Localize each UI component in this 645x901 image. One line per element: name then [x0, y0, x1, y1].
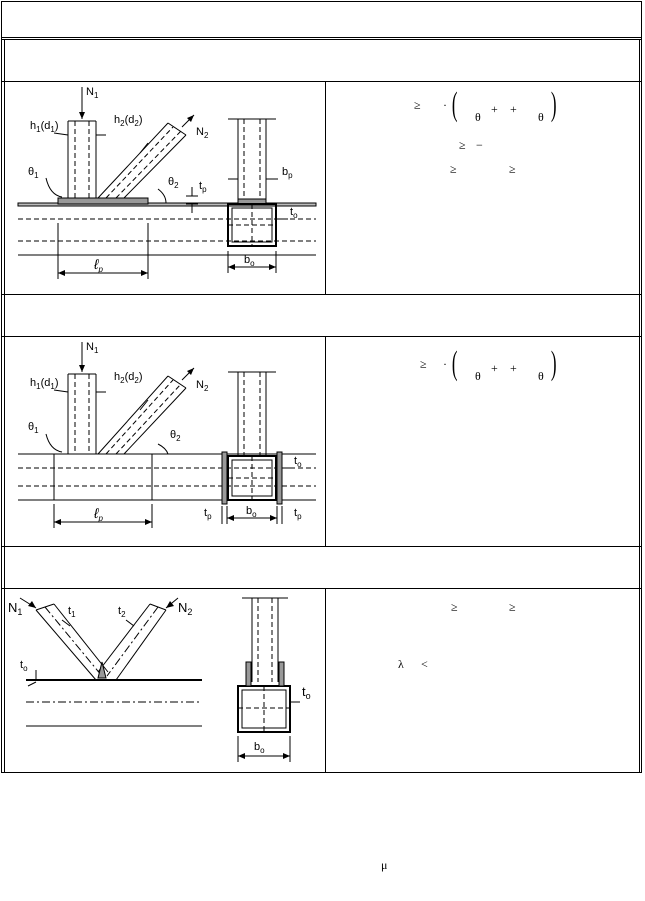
symbol-mu: μ — [381, 858, 388, 872]
formula-geq: ≥ — [450, 162, 457, 176]
formula-theta: θ — [475, 110, 481, 124]
formula-theta: θ — [475, 369, 481, 383]
formula-geq: ≥ — [414, 98, 421, 112]
inner-left-border — [4, 39, 5, 773]
figure-reinforced-chord-joint: N1 h1(d1) h2(d2) N2 θ1 θ2 ℓp to tp bo tp — [6, 338, 324, 544]
column-divider — [325, 336, 326, 546]
label-n2: N2 — [178, 600, 192, 617]
formula-less-than: < — [421, 657, 428, 671]
formula-plus: + — [491, 102, 498, 116]
formula-geq: ≥ — [509, 162, 516, 176]
label-h2: h2(d2) — [114, 114, 142, 128]
label-theta2: θ2 — [170, 429, 181, 443]
label-n2: N2 — [196, 379, 209, 393]
formula-geq: ≥ — [509, 600, 516, 614]
formula-minus: − — [476, 138, 483, 152]
label-n1: N1 — [86, 341, 99, 355]
label-bo: bo — [244, 254, 255, 268]
inner-right-border — [639, 39, 640, 773]
table-frame — [1, 1, 642, 773]
label-t2: t2 — [118, 605, 126, 619]
label-h1: h1(d1) — [30, 377, 58, 391]
label-theta1: θ1 — [28, 166, 39, 180]
formula-theta: θ — [538, 369, 544, 383]
row-divider — [1, 39, 642, 40]
label-lp: ℓp — [93, 256, 104, 274]
label-bo: bo — [246, 505, 257, 519]
label-bp: bp — [282, 166, 293, 180]
label-tp: tp — [199, 180, 207, 194]
formula-dot: · — [443, 98, 447, 112]
formula-geq: ≥ — [420, 357, 427, 371]
formula-dot: · — [443, 357, 447, 371]
label-h2: h2(d2) — [114, 371, 142, 385]
column-divider — [325, 588, 326, 773]
fig1-labels: N1 h1(d1) h2(d2) N2 θ1 θ2 tp ℓp bp to bo — [28, 86, 298, 274]
column-divider — [325, 81, 326, 294]
label-tp-left: tp — [204, 507, 212, 521]
label-bo: bo — [254, 741, 265, 755]
label-to: to — [294, 455, 302, 469]
figure-side-plate-joint: N1 t1 t2 N2 to to bo — [6, 590, 324, 772]
formula-right-paren: ) — [550, 345, 557, 382]
row-divider — [1, 81, 642, 82]
label-t1: t1 — [68, 605, 76, 619]
row-divider — [1, 588, 642, 589]
formula-left-paren: ( — [451, 345, 458, 382]
formula-theta: θ — [538, 110, 544, 124]
label-n2: N2 — [196, 126, 209, 140]
formula-plus: + — [491, 361, 498, 375]
formula-plus: + — [510, 102, 517, 116]
formula-geq: ≥ — [451, 600, 458, 614]
label-theta1: θ1 — [28, 421, 39, 435]
formula-geq: ≥ — [459, 138, 466, 152]
label-to: to — [20, 659, 28, 673]
formula-left-paren: ( — [451, 86, 458, 123]
row-divider — [1, 546, 642, 547]
formula-lambda: λ — [398, 657, 404, 671]
label-to: to — [290, 206, 298, 220]
label-to-section: to — [302, 684, 311, 701]
label-n1: N1 — [8, 600, 22, 617]
formula-right-paren: ) — [550, 86, 557, 123]
label-n1: N1 — [86, 86, 99, 100]
label-lp: ℓp — [93, 505, 104, 523]
label-theta2: θ2 — [168, 176, 179, 190]
label-tp-right: tp — [294, 507, 302, 521]
row-divider — [1, 336, 642, 337]
formula-plus: + — [510, 361, 517, 375]
row-divider — [1, 294, 642, 295]
label-h1: h1(d1) — [30, 120, 58, 134]
figure-gusset-plate-joint: N1 h1(d1) h2(d2) N2 θ1 θ2 tp ℓp bp to bo — [6, 83, 324, 293]
row-divider — [1, 37, 642, 38]
